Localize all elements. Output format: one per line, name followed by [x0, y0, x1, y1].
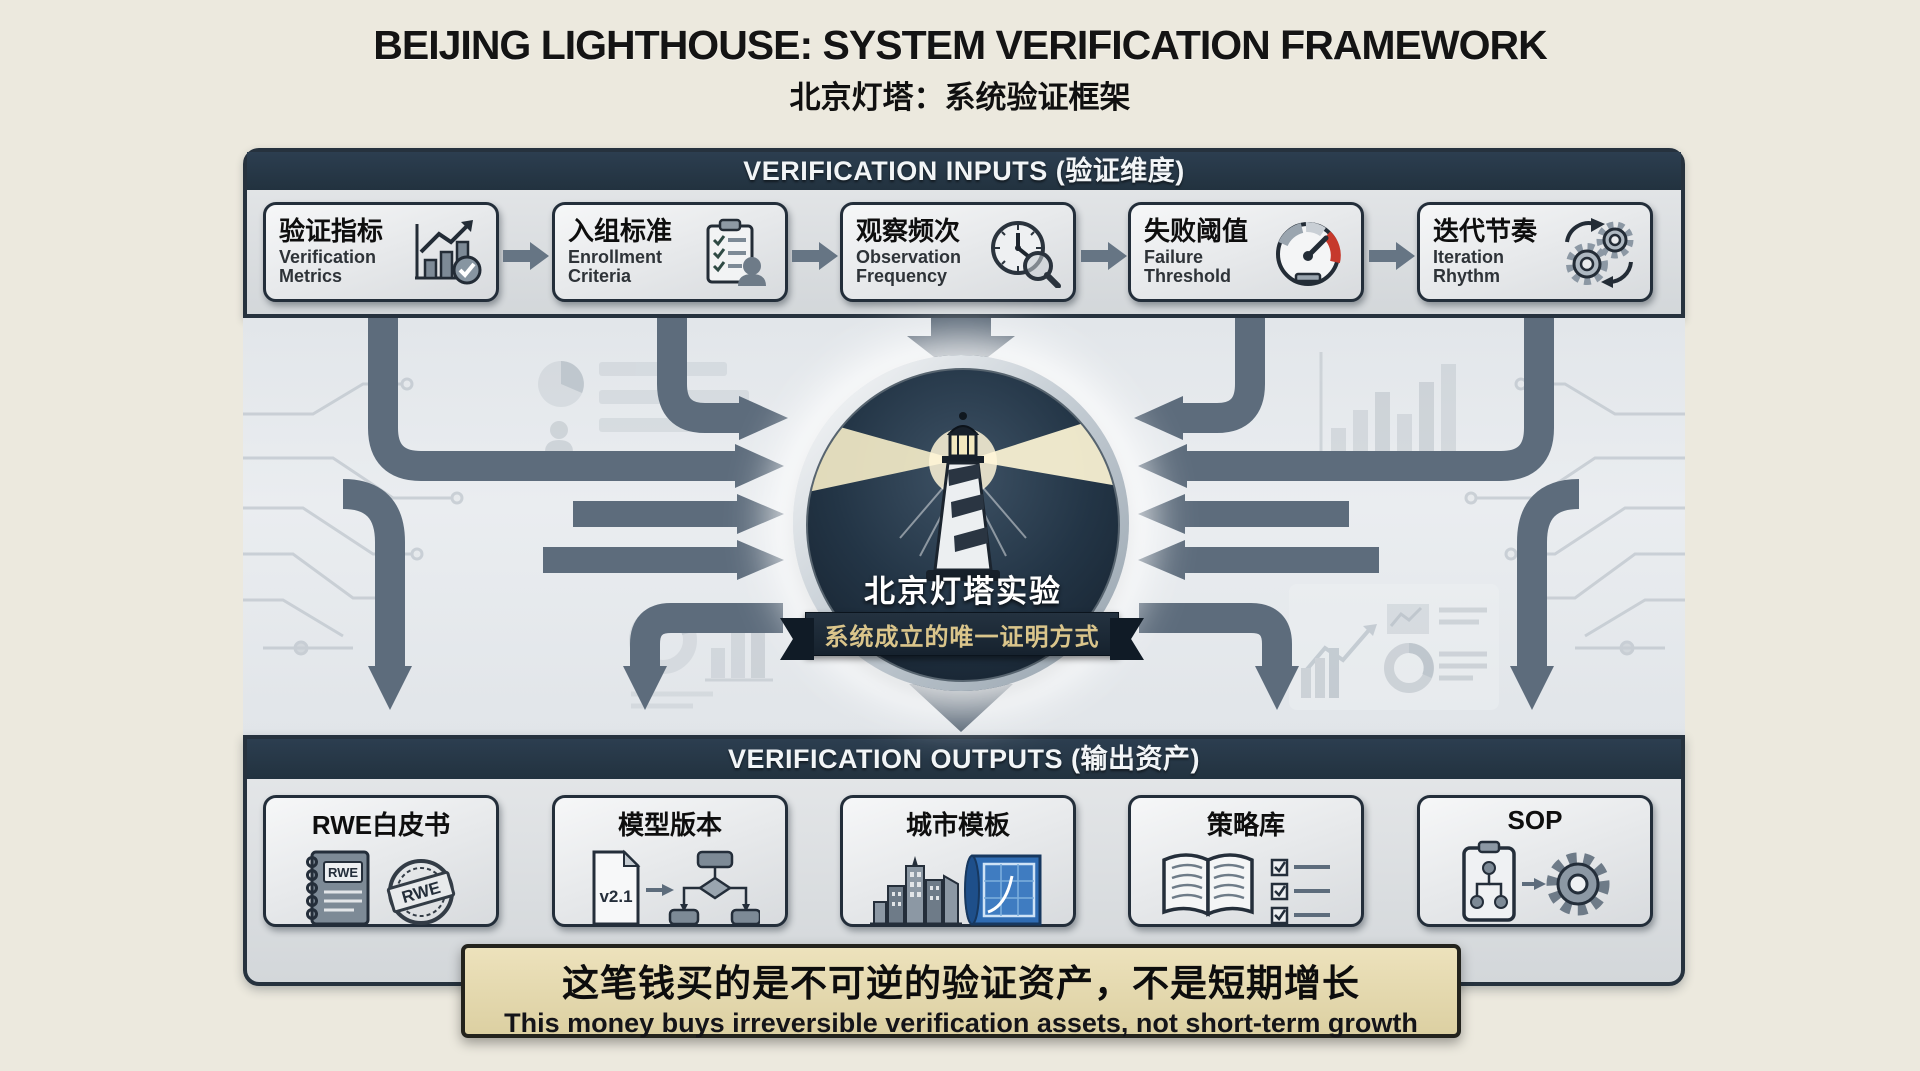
output-title: RWE白皮书	[311, 810, 451, 840]
output-box-model-version: 模型版本 v2.1	[552, 795, 788, 927]
version-doc-flowchart-icon: v2.1	[592, 849, 762, 926]
city-blueprint-icon	[870, 854, 1042, 926]
outputs-body: RWE白皮书 RWE RWE	[247, 779, 1681, 984]
input-box-enrollment-criteria: 入组标准 Enrollment Criteria	[552, 202, 788, 302]
flow-right-arrow-icon	[1369, 242, 1415, 270]
output-title: 模型版本	[617, 810, 722, 840]
input-title-zh: 失败阈值	[1144, 216, 1249, 247]
input-title-zh: 验证指标	[279, 216, 384, 247]
output-box-sop: SOP	[1417, 795, 1653, 927]
output-title: SOP	[1507, 805, 1563, 835]
sop-clipboard-gear-icon	[1462, 840, 1610, 922]
emblem-ribbon: 系统成立的唯一证明方式	[805, 612, 1119, 656]
input-box-iteration-rhythm: 迭代节奏 Iteration Rhythm	[1417, 202, 1653, 302]
footer-text-en: This money buys irreversible verificatio…	[504, 1008, 1418, 1038]
input-title-en: Verification Metrics	[279, 247, 377, 287]
lighthouse-icon	[808, 412, 1118, 581]
gears-iteration-icon	[1565, 218, 1634, 288]
output-box-city-template: 城市模板	[840, 795, 1076, 927]
page-subtitle: 北京灯塔：系统验证框架	[789, 80, 1131, 115]
input-title-en: Observation Frequency	[856, 247, 962, 287]
rwe-badge-label: RWE	[328, 865, 358, 880]
output-title: 城市模板	[905, 810, 1010, 840]
input-title-zh: 入组标准	[568, 216, 673, 247]
input-title-zh: 迭代节奏	[1433, 216, 1538, 247]
book-checklist-icon	[1162, 853, 1330, 925]
inputs-section: VERIFICATION INPUTS (验证维度) 验证指标 Verifica…	[243, 148, 1685, 318]
rwe-notebook-stamp-icon: RWE RWE	[306, 850, 456, 926]
input-title-en: Failure Threshold	[1144, 247, 1232, 287]
footer-text-zh: 这笔钱买的是不可逆的验证资产，不是短期增长	[562, 963, 1360, 1004]
outputs-header: VERIFICATION OUTPUTS (输出资产)	[247, 739, 1681, 779]
page-title: BEIJING LIGHTHOUSE: SYSTEM VERIFICATION …	[373, 22, 1547, 68]
inputs-body: 验证指标 Verification Metrics	[247, 190, 1681, 314]
input-box-verification-metrics: 验证指标 Verification Metrics	[263, 202, 499, 302]
footer-banner: 这笔钱买的是不可逆的验证资产，不是短期增长 This money buys ir…	[461, 944, 1461, 1038]
output-box-rwe-whitepaper: RWE白皮书 RWE RWE	[263, 795, 499, 927]
input-title-zh: 观察频次	[856, 216, 961, 247]
inputs-header: VERIFICATION INPUTS (验证维度)	[247, 152, 1681, 190]
clock-magnifier-icon	[991, 221, 1061, 288]
flow-arrows-layer	[243, 318, 1685, 732]
emblem-title: 北京灯塔实验	[864, 574, 1062, 609]
flow-right-arrow-icon	[792, 242, 838, 270]
input-title-en: Iteration Rhythm	[1433, 247, 1505, 287]
input-box-observation-frequency: 观察频次 Observation Frequency	[840, 202, 1076, 302]
gauge-threshold-icon	[1276, 222, 1341, 286]
input-box-failure-threshold: 失败阈值 Failure Threshold	[1128, 202, 1364, 302]
emblem-ribbon-text: 系统成立的唯一证明方式	[824, 623, 1100, 651]
flow-zone: 北京灯塔实验	[243, 318, 1685, 735]
clipboard-checklist-person-icon	[706, 218, 766, 286]
output-title: 策略库	[1206, 810, 1285, 840]
flow-right-arrow-icon	[503, 242, 549, 270]
output-box-strategy-library: 策略库	[1128, 795, 1364, 927]
flow-right-arrow-icon	[1081, 242, 1127, 270]
input-title-en: Enrollment Criteria	[568, 247, 663, 287]
growth-chart-check-icon	[415, 220, 482, 285]
version-label: v2.1	[599, 887, 632, 906]
